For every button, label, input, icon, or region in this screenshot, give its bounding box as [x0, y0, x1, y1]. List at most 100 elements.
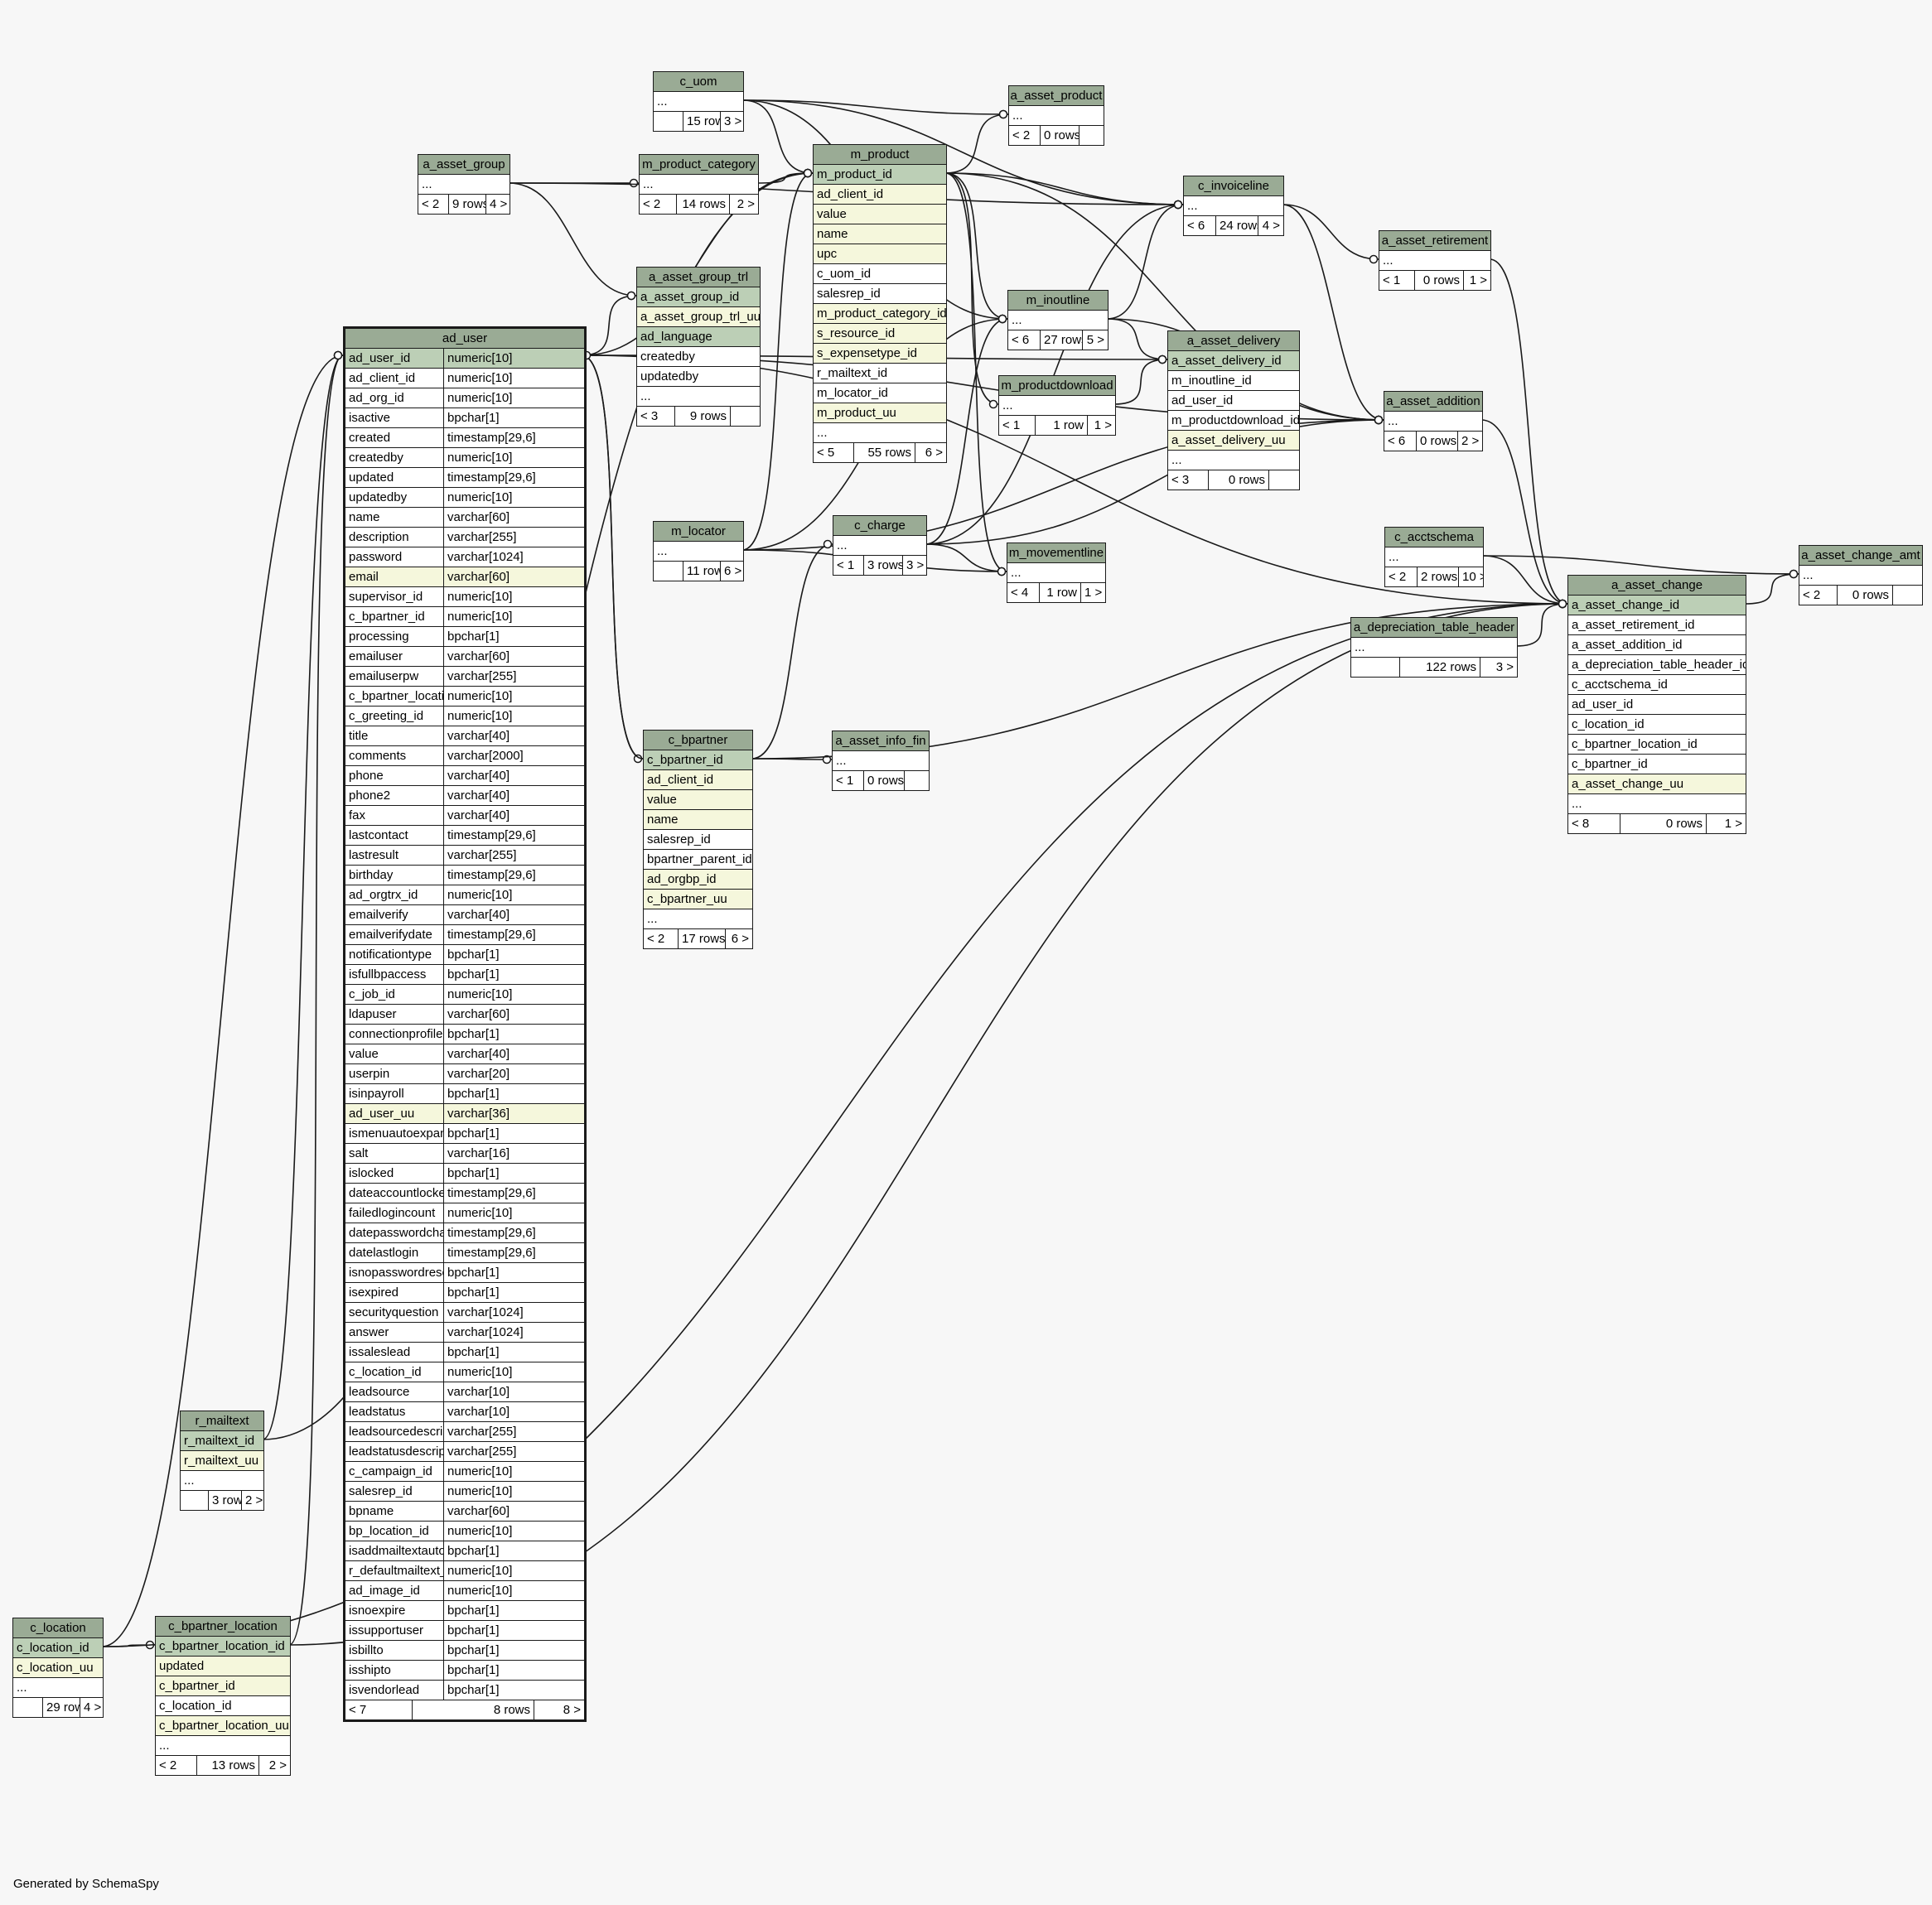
table-title[interactable]: a_asset_info_fin: [833, 731, 929, 751]
column-row[interactable]: ...: [1184, 196, 1283, 216]
column-row[interactable]: m_product_uu: [814, 403, 946, 423]
column-row[interactable]: a_asset_delivery_id: [1168, 351, 1299, 371]
column-row[interactable]: ad_orgbp_id: [644, 870, 752, 890]
column-row[interactable]: ismenuautoexpandbpchar[1]: [345, 1124, 584, 1144]
column-row[interactable]: ...: [1384, 412, 1482, 432]
column-row[interactable]: ad_user_id: [1568, 695, 1746, 715]
column-row[interactable]: a_asset_retirement_id: [1568, 615, 1746, 635]
table-title[interactable]: m_locator: [654, 522, 743, 542]
column-row[interactable]: a_asset_change_uu: [1568, 774, 1746, 794]
column-row[interactable]: c_bpartner_location_uu: [156, 1716, 290, 1736]
column-row[interactable]: ...: [1007, 563, 1105, 583]
table-title[interactable]: m_product: [814, 145, 946, 165]
column-row[interactable]: ...: [1351, 638, 1517, 658]
column-row[interactable]: c_bpartner_location_id: [1568, 735, 1746, 755]
column-row[interactable]: ...: [1168, 451, 1299, 470]
table-title[interactable]: a_asset_delivery: [1168, 331, 1299, 351]
table-title[interactable]: c_uom: [654, 72, 743, 92]
column-row[interactable]: m_locator_id: [814, 383, 946, 403]
column-row[interactable]: r_mailtext_id: [181, 1431, 263, 1451]
column-row[interactable]: leadstatusdescriptionvarchar[255]: [345, 1442, 584, 1462]
column-row[interactable]: r_mailtext_id: [814, 364, 946, 383]
column-row[interactable]: ...: [418, 175, 510, 195]
column-row[interactable]: m_productdownload_id: [1168, 411, 1299, 431]
table-title[interactable]: a_asset_change_amt: [1799, 546, 1922, 566]
table-title[interactable]: c_charge: [833, 516, 926, 536]
column-row[interactable]: a_depreciation_table_header_id: [1568, 655, 1746, 675]
table-title[interactable]: r_mailtext: [181, 1411, 263, 1431]
table-title[interactable]: m_movementline: [1007, 543, 1105, 563]
table-title[interactable]: a_asset_change: [1568, 576, 1746, 596]
column-row[interactable]: a_asset_delivery_uu: [1168, 431, 1299, 451]
column-row[interactable]: updatedby: [637, 367, 760, 387]
column-row[interactable]: salesrep_id: [644, 830, 752, 850]
column-row[interactable]: ...: [833, 751, 929, 771]
column-row[interactable]: ...: [1379, 251, 1490, 271]
table-title[interactable]: c_invoiceline: [1184, 176, 1283, 196]
column-row[interactable]: ...: [1009, 106, 1104, 126]
column-row[interactable]: m_product_category_id: [814, 304, 946, 324]
column-row[interactable]: s_expensetype_id: [814, 344, 946, 364]
column-row[interactable]: name: [814, 224, 946, 244]
column-row[interactable]: c_bpartner_id: [644, 750, 752, 770]
column-row[interactable]: value: [644, 790, 752, 810]
column-row[interactable]: r_mailtext_uu: [181, 1451, 263, 1471]
column-row[interactable]: ...: [1568, 794, 1746, 814]
column-row[interactable]: updated: [156, 1657, 290, 1676]
column-row[interactable]: ...: [654, 92, 743, 112]
column-row[interactable]: ad_client_id: [644, 770, 752, 790]
column-row[interactable]: m_inoutline_id: [1168, 371, 1299, 391]
table-title[interactable]: a_depreciation_table_header: [1351, 618, 1517, 638]
column-row[interactable]: ...: [13, 1678, 103, 1698]
column-row[interactable]: name: [644, 810, 752, 830]
table-title[interactable]: m_product_category: [640, 155, 758, 175]
column-row[interactable]: ...: [181, 1471, 263, 1491]
column-row[interactable]: a_asset_change_id: [1568, 596, 1746, 615]
column-row[interactable]: a_asset_group_id: [637, 287, 760, 307]
table-title[interactable]: c_location: [13, 1618, 103, 1638]
column-row[interactable]: ad_user_id: [1168, 391, 1299, 411]
table-title[interactable]: c_acctschema: [1385, 528, 1483, 547]
table-title[interactable]: c_bpartner_location: [156, 1617, 290, 1637]
column-row[interactable]: salesrep_id: [814, 284, 946, 304]
